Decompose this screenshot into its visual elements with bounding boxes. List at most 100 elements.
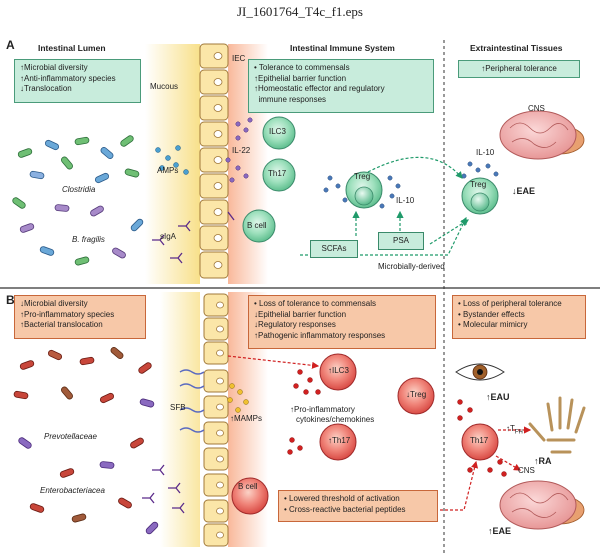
lumen-a-line-2: ↑Anti-inflammatory species [20,73,116,83]
immune-b-line-3: ↓Regulatory responses [254,320,336,329]
label-th17-right: Th17 [470,436,489,445]
label-eae-up: ↑EAE [488,526,512,536]
label-ilc3-a: ILC3 [269,127,286,136]
extra-box-b: • Loss of peripheral tolerance • Bystand… [452,295,586,339]
il22-dots [225,117,253,183]
extra-b-line-1: • Loss of peripheral tolerance [458,299,562,308]
label-treg-b: ↓Treg [406,390,427,399]
label-amps: AMPs [157,166,179,175]
lumen-a-line-3: ↓Translocation [20,84,72,93]
cytokine-dots-b [287,369,321,455]
label-il22: IL-22 [232,146,251,155]
th17-cell-a [262,158,296,192]
label-cytokines: cytokines/chemokines [296,415,375,424]
commensal-bacteria-a [12,135,144,266]
brain-a [499,110,585,160]
mucous-layer-b [160,292,200,547]
immune-box-a: • Tolerance to commensals ↑Epithelial ba… [248,59,434,113]
epithelium-nuclei-b [216,301,224,539]
header-intestinal-lumen: Intestinal Lumen [38,43,106,53]
lumen-a-line-1: ↑Microbial diversity [20,63,88,72]
lumen-b-line-2: ↑Pro-inflammatory species [20,309,115,319]
label-bcell-b: B cell [238,482,258,491]
ilc3-cell-b [319,353,357,391]
label-ilc3-b: ↑ILC3 [328,366,349,375]
label-enterobacteriacea: Enterobacteriacea [40,486,105,495]
label-treg-cns: Treg [470,180,487,189]
label-tfh-main: ↑T [506,424,515,433]
immune-b-line-2: ↓Epithelial barrier function [254,309,347,319]
header-extraintestinal: Extraintestinal Tissues [470,43,563,53]
th17-cell-b [319,423,357,461]
ilc3-cell-a [262,116,296,150]
label-mucous: Mucous [150,82,179,91]
document-title: JI_1601764_T4c_f1.eps [236,4,363,19]
label-siga: sIgA [160,232,177,241]
hand-skeleton-icon [528,396,586,454]
bcell-a [242,209,276,243]
lumen-b-line-1: ↓Microbial diversity [20,299,88,308]
lumen-box-b: ↓Microbial diversity ↑Pro-inflammatory s… [14,295,146,339]
amps-dots [155,145,189,175]
bottom-b-line-1: • Lowered threshold of activation [284,494,400,503]
treg-cell-b [397,377,435,415]
label-mamps: ↑MAMPs [230,414,262,423]
immune-a-line-2: ↑Epithelial barrier function [254,73,347,83]
panel-a-letter: A [6,38,15,52]
label-treg-a: Treg [354,172,371,181]
lumen-b-line-3: ↑Bacterial translocation [20,320,103,329]
immune-a-line-4: immune responses [254,94,327,104]
label-ra: ↑RA [534,456,552,466]
label-il10-a: IL-10 [396,196,415,205]
label-th17-b: ↑Th17 [328,436,351,445]
immune-box-b: • Loss of tolerance to commensals ↓Epith… [248,295,436,349]
label-proinflammatory: ↑Pro-inflammatory [290,405,355,414]
il10-dots-a [323,175,401,209]
epithelium-nuclei-a [213,52,223,269]
antibodies-b [142,464,185,514]
eye-icon [455,363,505,381]
immune-b-line-4: ↑Pathogenic inflammatory responses [254,330,386,340]
label-clostridia: Clostridia [62,185,96,194]
extra-b-line-2: • Bystander effects [458,309,525,319]
extra-box-a: ↑Peripheral tolerance [458,60,580,78]
immune-a-line-1: • Tolerance to commensals [254,63,350,72]
label-cns-a: CNS [528,104,545,113]
bottom-b-line-2: • Cross-reactive bacterial peptides [284,504,406,514]
label-tfh: ↑TFH [506,424,523,436]
label-bcell-a: B cell [247,221,267,230]
green-arrows [300,156,470,256]
label-prevotellaceae: Prevotellaceae [44,432,97,441]
label-tfh-sub: FH [514,429,523,436]
label-cns-b: CNS [518,466,535,475]
bottom-box-b: • Lowered threshold of activation • Cros… [278,490,438,522]
panel-b-letter: B [6,293,15,307]
label-microbially-derived: Microbially-derived [378,262,445,271]
red-arrows [227,355,532,511]
header-intestinal-immune: Intestinal Immune System [290,43,395,53]
sfb-filaments [179,369,205,433]
label-bfragilis: B. fragilis [72,235,105,244]
immune-a-line-3: ↑Homeostatic effector and regulatory [254,84,385,93]
extra-b-line-3: • Molecular mimicry [458,320,528,329]
label-il10-cns: IL-10 [476,148,495,157]
epithelium-b [203,293,229,547]
lumen-box-a: ↑Microbial diversity ↑Anti-inflammatory … [14,59,141,103]
mamps-dots [227,383,249,413]
label-psa: PSA [378,232,424,250]
immune-b-line-1: • Loss of tolerance to commensals [254,299,376,308]
treg-cell-a [345,171,383,209]
label-eae-down: ↓EAE [512,186,536,196]
bcell-b [231,477,269,515]
label-th17-a: Th17 [268,169,287,178]
brain-b [499,480,585,530]
il10-dots-cns [461,161,499,179]
pathogenic-bacteria-b [13,347,159,535]
cytokine-dots-right [457,399,507,477]
siga-antibodies [152,211,235,264]
mucous-layer-a [145,44,200,284]
label-eau: ↑EAU [486,392,510,402]
treg-cell-cns [461,177,499,215]
label-iec: IEC [232,54,246,63]
label-sfb: SFB [170,403,186,412]
